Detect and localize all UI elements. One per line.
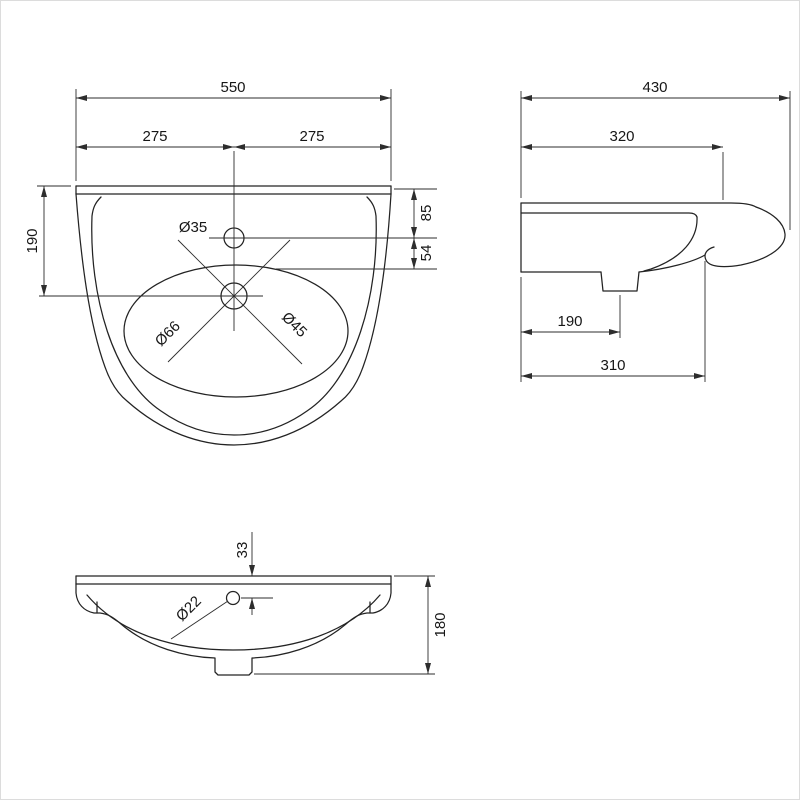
front-body-outline bbox=[75, 583, 392, 676]
front-dim-overflow-offset: 33 bbox=[234, 532, 273, 615]
dim-label-190-plan: 190 bbox=[24, 228, 41, 253]
plan-dim-overall-width: 550 bbox=[75, 79, 392, 181]
side-bowl-curve bbox=[643, 216, 698, 272]
plan-centerlines bbox=[39, 151, 437, 365]
plan-deck-inner-edge bbox=[91, 196, 377, 436]
plan-hole-labels: Ø35 Ø66 Ø45 bbox=[152, 219, 310, 350]
overflow-hole bbox=[225, 590, 241, 606]
dim-label-180: 180 bbox=[432, 612, 449, 637]
front-inner-curve bbox=[86, 594, 381, 651]
dim-label-310: 310 bbox=[600, 357, 625, 374]
dim-label-190-side: 190 bbox=[557, 313, 582, 330]
dim-label-320: 320 bbox=[609, 128, 634, 145]
overflow-leader-line bbox=[170, 600, 229, 640]
side-view: 430 320 190 310 bbox=[520, 79, 791, 382]
plan-dim-drain-depth: 190 bbox=[24, 185, 71, 296]
side-front-lip bbox=[704, 206, 786, 268]
front-outline bbox=[75, 575, 392, 676]
dim-label-54: 54 bbox=[418, 245, 435, 262]
side-underside-right bbox=[638, 254, 706, 273]
plan-bowl-bottom bbox=[123, 264, 349, 398]
side-dim-body-depth: 310 bbox=[520, 261, 706, 382]
dim-label-drain-outer-dia: Ø66 bbox=[152, 318, 184, 350]
side-dim-overall-depth: 430 bbox=[520, 79, 791, 230]
dim-label-430: 430 bbox=[642, 79, 667, 96]
side-deck-top bbox=[520, 202, 757, 208]
plan-body-outline bbox=[75, 193, 392, 446]
side-under-rim bbox=[520, 212, 698, 218]
front-view: 33 Ø22 180 bbox=[75, 532, 449, 676]
plan-basin-outline bbox=[75, 185, 392, 446]
front-overflow-label: Ø22 bbox=[170, 593, 229, 640]
dim-label-85: 85 bbox=[418, 205, 435, 222]
dim-label-faucet-dia: Ø35 bbox=[179, 219, 207, 236]
plan-dim-halves: 275 275 bbox=[76, 128, 391, 150]
dim-label-275-right: 275 bbox=[299, 128, 324, 145]
front-dim-overall-height: 180 bbox=[254, 575, 449, 675]
dim-label-drain-inner-dia: Ø45 bbox=[278, 309, 310, 341]
side-dim-deck-depth: 320 bbox=[521, 128, 724, 200]
dim-label-33: 33 bbox=[234, 542, 251, 559]
dim-label-550: 550 bbox=[220, 79, 245, 96]
plan-view: 550 275 275 190 85 bbox=[24, 79, 437, 446]
side-dim-drain-offset: 190 bbox=[521, 295, 621, 338]
side-profile-outline bbox=[520, 202, 786, 292]
plan-dim-right-offsets: 85 54 bbox=[276, 188, 437, 270]
side-drain-boss bbox=[600, 271, 640, 292]
dim-label-275-left: 275 bbox=[142, 128, 167, 145]
